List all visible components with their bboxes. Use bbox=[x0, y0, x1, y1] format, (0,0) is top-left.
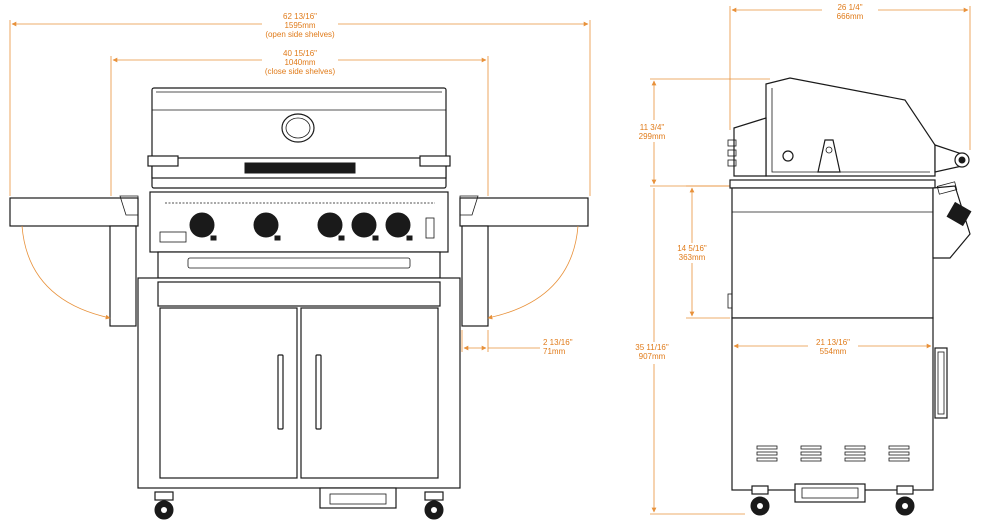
lid-height-metric: 299mm bbox=[639, 132, 666, 141]
open-width-dimension: 62 13/16" 1595mm (open side shelves) bbox=[9, 12, 591, 196]
lid-height-imperial: 11 3/4" bbox=[640, 123, 665, 132]
shelf-drop-imperial: 2 13/16" bbox=[543, 338, 573, 347]
depth-metric: 666mm bbox=[837, 12, 864, 21]
closed-width-imperial: 40 15/16" bbox=[283, 49, 317, 58]
control-panel-height-imperial: 14 5/16" bbox=[677, 244, 707, 253]
depth-imperial: 26 1/4" bbox=[837, 3, 862, 12]
front-view: 62 13/16" 1595mm (open side shelves) 40 … bbox=[9, 12, 591, 520]
right-side-shelf bbox=[459, 195, 589, 327]
grill-cart bbox=[137, 251, 461, 509]
shelf-drop-metric: 71mm bbox=[543, 347, 566, 356]
front-casters bbox=[154, 491, 444, 520]
open-width-metric: 1595mm bbox=[284, 21, 315, 30]
closed-width-note: (close side shelves) bbox=[265, 67, 336, 76]
total-height-dimension: 35 11/16" 907mm bbox=[632, 188, 745, 515]
control-panel-height-dimension: 14 5/16" 363mm bbox=[672, 185, 730, 319]
left-side-shelf bbox=[9, 195, 139, 327]
base-depth-metric: 554mm bbox=[820, 347, 847, 356]
open-width-imperial: 62 13/16" bbox=[283, 12, 317, 21]
base-depth-imperial: 21 13/16" bbox=[816, 338, 850, 347]
side-casters bbox=[750, 485, 915, 516]
base-depth-dimension: 21 13/16" 554mm bbox=[733, 337, 932, 357]
side-grill-lid bbox=[727, 77, 970, 177]
lid-height-dimension: 11 3/4" 299mm bbox=[632, 78, 770, 187]
side-view: 26 1/4" 666mm 11 3/4" 299mm 14 5/16" 363… bbox=[632, 3, 972, 516]
total-height-imperial: 35 11/16" bbox=[635, 343, 669, 352]
depth-dimension: 26 1/4" 666mm bbox=[729, 3, 971, 150]
total-height-metric: 907mm bbox=[639, 352, 666, 361]
grill-lid bbox=[147, 87, 451, 189]
shelf-drop-dimension: 2 13/16" 71mm bbox=[461, 330, 573, 356]
closed-width-metric: 1040mm bbox=[284, 58, 315, 67]
control-panel-height-metric: 363mm bbox=[679, 253, 706, 262]
open-width-note: (open side shelves) bbox=[265, 30, 335, 39]
control-panel bbox=[149, 191, 449, 253]
closed-width-dimension: 40 15/16" 1040mm (close side shelves) bbox=[110, 48, 489, 196]
